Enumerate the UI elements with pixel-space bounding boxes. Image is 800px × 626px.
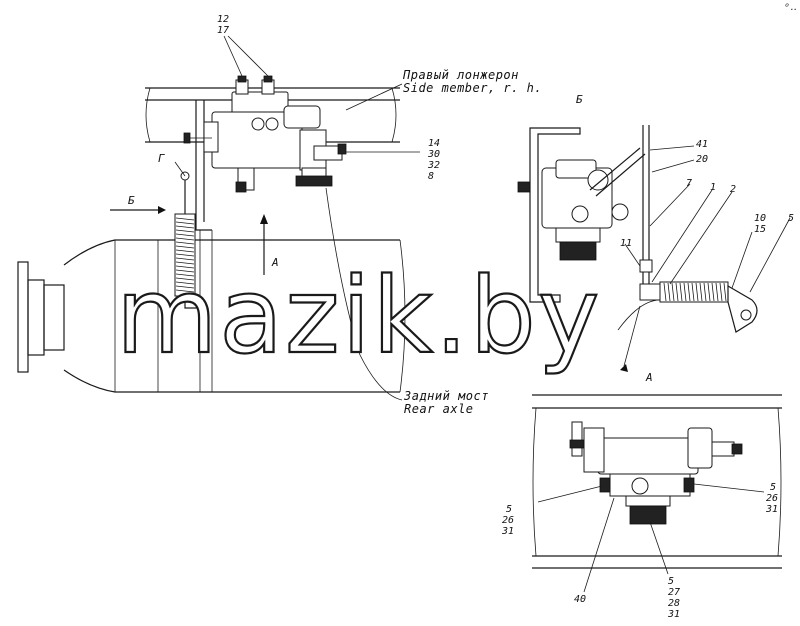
spring-coil [175,241,195,245]
captions: Правый лонжерон Side member, r. h. Задни… [402,68,542,416]
side-member-caption-ru: Правый лонжерон [402,68,519,82]
spring-coil [175,249,195,253]
spring-coil [691,282,695,302]
spring-coil [175,253,195,257]
callout-31-lr: 31 [765,504,778,515]
spring-coil [715,282,719,302]
callout-27-lb: 27 [668,587,680,598]
corner-mark: ᵒ‥ [784,2,797,13]
spring-coil [175,233,195,237]
spring-link [174,171,209,320]
brake-valve-left [183,75,347,193]
spring-coil [679,282,683,302]
spring-coil [175,289,195,293]
callout-5-ll: 5 [506,504,512,515]
rear-axle-housing [17,230,406,393]
callout-14: 14 [428,138,440,149]
spring-coil [175,229,195,233]
leader-lines-b [624,145,791,293]
spring-coil [671,282,675,302]
callouts-lower-left: 5 26 31 [501,504,514,537]
callout-15: 15 [754,224,766,235]
spring-coil [699,282,703,302]
callout-17: 17 [217,25,229,36]
callouts-top: 12 17 [217,14,229,36]
spring-coil [175,245,195,249]
rear-axle-caption-en: Rear axle [404,402,474,416]
spring-coil [707,282,711,302]
callout-31-lb: 31 [667,609,680,620]
spring-coil [175,273,195,277]
callout-1: 1 [710,182,716,193]
spring-coil [687,282,691,302]
spring-coil [723,282,727,302]
valve-bracket [195,100,212,231]
callout-8: 8 [428,171,434,182]
spring-coil [175,269,195,273]
spring-coil [675,282,679,302]
rear-axle-caption-ru: Задний мост [403,389,489,403]
callout-20: 20 [696,154,708,165]
spring-coil [711,282,715,302]
view-b-arrow-label: Б [128,194,135,207]
spring-coil [175,221,195,225]
callouts-view-b: 41 20 7 1 2 10 15 5 11 [620,139,794,249]
view-b-title: Б [576,93,583,106]
callout-32: 32 [427,160,440,171]
spring-coil [719,282,723,302]
spring-coil [667,282,671,302]
spring-coil [175,217,195,221]
leader-lines-lower [537,483,765,593]
spring-coil [175,285,195,289]
callouts-lower-center: 40 [574,594,586,605]
spring-coil [175,265,195,269]
callout-41: 41 [696,139,708,150]
spring-coil [695,282,699,302]
spring-coil [175,257,195,261]
callout-5-b: 5 [788,213,794,224]
callout-5-lb: 5 [668,576,674,587]
callout-12: 12 [217,14,229,25]
view-a-label: А [645,371,653,384]
callout-7: 7 [686,178,692,189]
view-b-assembly [517,125,758,372]
lower-view-assembly [532,394,782,569]
leader-lines-left [174,35,420,401]
view-arrows [110,206,268,275]
spring-coil [175,225,195,229]
callout-30: 30 [427,149,440,160]
spring-coil [703,282,707,302]
view-g-label: Г [158,152,165,165]
callout-11: 11 [620,238,632,249]
view-labels: Б Б Г А А ᵒ‥ [128,2,797,384]
callouts-lower-right: 5 26 31 [765,482,778,515]
callout-26-lr: 26 [766,493,778,504]
callout-10: 10 [754,213,766,224]
callout-2: 2 [730,184,736,195]
callout-5-lr: 5 [770,482,776,493]
callout-40: 40 [574,594,586,605]
spring-coil [663,282,667,302]
callout-26-ll: 26 [502,515,514,526]
callout-31-ll: 31 [501,526,514,537]
callouts-lower-bottom: 5 27 28 31 [667,576,680,620]
callout-28-lb: 28 [668,598,680,609]
watermark: mazik.by [116,255,601,377]
spring-coil [683,282,687,302]
side-member-caption-en: Side member, r. h. [403,81,542,95]
callouts-valve-right: 14 30 32 8 [427,138,440,182]
spring-coil [175,281,195,285]
view-a-arrow-label: А [271,256,279,269]
spring-coil [175,237,195,241]
spring-coil [175,261,195,265]
spring-coil [175,277,195,281]
